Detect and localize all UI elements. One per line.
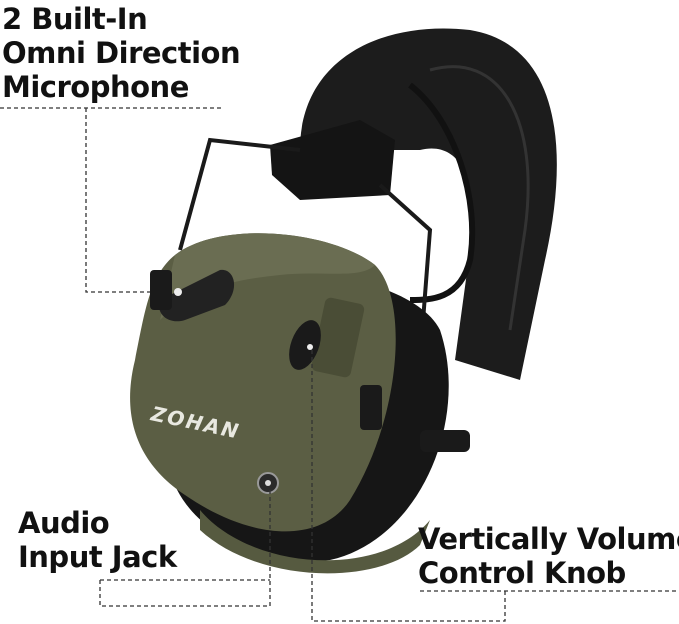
volume-knob — [289, 320, 321, 370]
headband-connector — [270, 120, 395, 200]
microphone-grille — [159, 269, 235, 322]
label-audio-jack-line1: Audio — [18, 506, 110, 540]
callout-line-microphone — [0, 107, 222, 293]
label-audio-jack-line2: Input Jack — [18, 540, 177, 574]
callout-line-volume-knob — [311, 350, 679, 622]
label-volume-knob-line2: Control Knob — [418, 556, 626, 590]
label-volume-knob-line1: Vertically Volume — [418, 522, 679, 556]
callout-line-audio-jack — [99, 490, 271, 607]
label-microphone-line2: Omni Direction — [2, 36, 241, 70]
label-microphone-line1: 2 Built-In — [2, 2, 148, 36]
label-microphone-line3: Microphone — [2, 70, 189, 104]
headband — [300, 28, 557, 380]
